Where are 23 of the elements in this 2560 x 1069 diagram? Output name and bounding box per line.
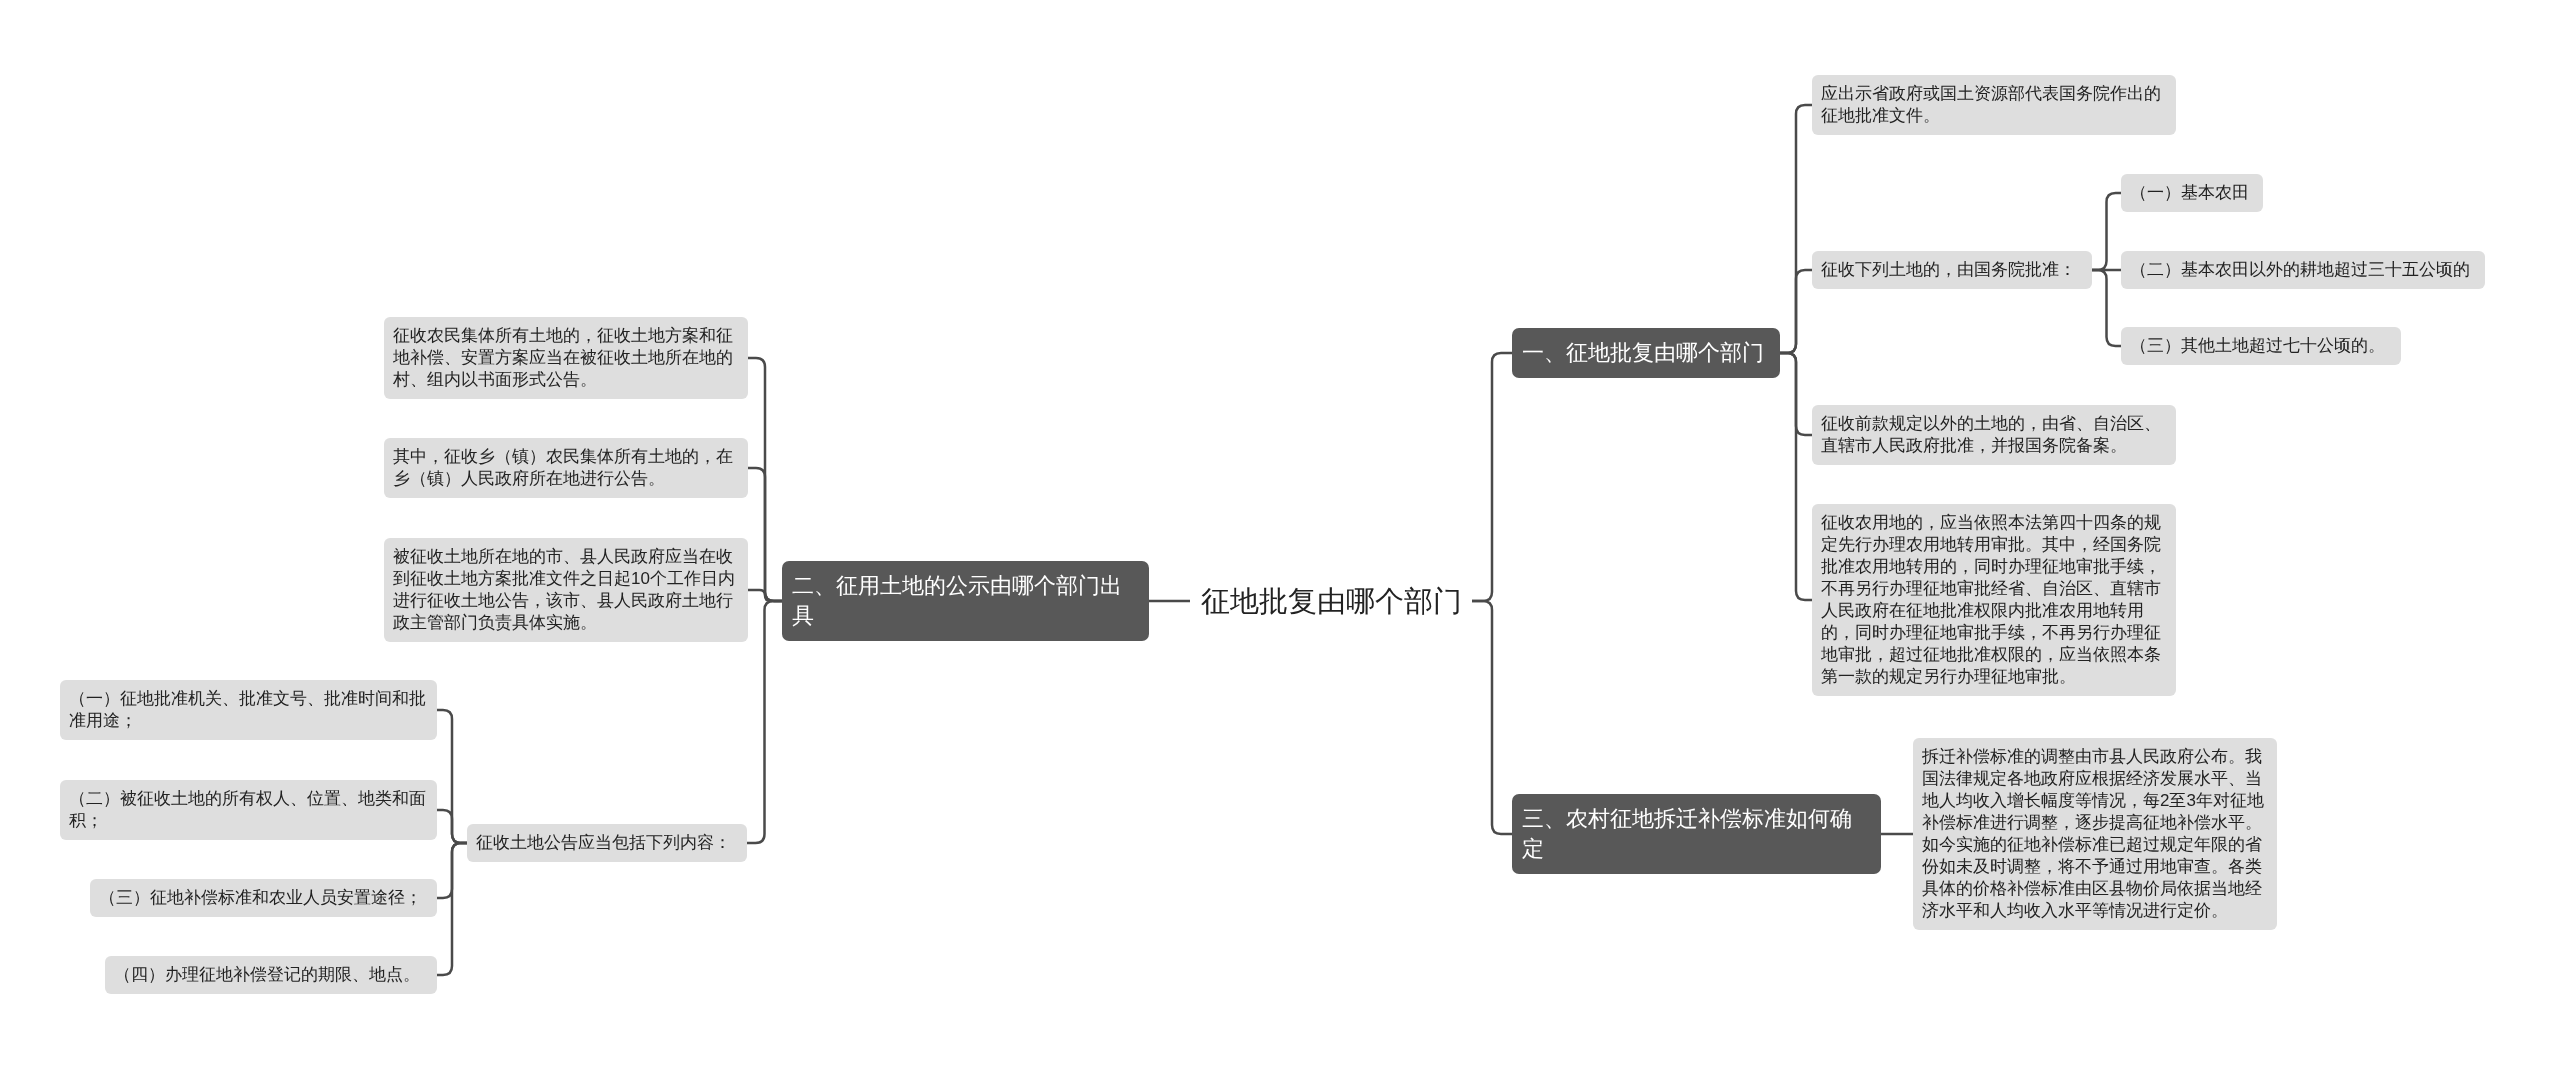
detail-box: 征收土地公告应当包括下列内容： [467, 824, 747, 862]
detail-box: （二）被征收土地的所有权人、位置、地类和面积； [60, 780, 437, 840]
main-topic-box: 三、农村征地拆迁补偿标准如何确定 [1512, 794, 1881, 874]
detail-box: （一）征地批准机关、批准文号、批准时间和批准用途； [60, 680, 437, 740]
detail-box: 征收农民集体所有土地的，征收土地方案和征地补偿、安置方案应当在被征收土地所在地的村、组内以书面形式公告。 [384, 317, 748, 399]
detail-box: 征收下列土地的，由国务院批准： [1812, 251, 2092, 289]
detail-box: （三）征地补偿标准和农业人员安置途径； [90, 879, 437, 917]
detail-box: （二）基本农田以外的耕地超过三十五公顷的 [2121, 251, 2485, 289]
detail-box: 拆迁补偿标准的调整由市县人民政府公布。我国法律规定各地政府应根据经济发展水平、当地人均收入增长幅度等情况，每2至3年对征地补偿标准进行调整，逐步提高征地补偿水平。如今实施的征地补偿标准已超过规定年限的省份如未及时调整，将不予通过用地审查。各类具体的价格补偿标准由区县物价局依据当地经济水平和人均收入水平等情况进行定价。 [1913, 738, 2277, 930]
detail-box: 其中，征收乡（镇）农民集体所有土地的，在乡（镇）人民政府所在地进行公告。 [384, 438, 748, 498]
detail-box: （一）基本农田 [2121, 174, 2263, 212]
connector-line [747, 599, 782, 845]
detail-box: 征收农用地的，应当依照本法第四十四条的规定先行办理农用地转用审批。其中，经国务院批准农用地转用的，同时办理征地审批手续，不再另行办理征地审批经省、自治区、直辖市人民政府在征地批准权限内批准农用地转用的，同时办理征地审批手续，不再另行办理征地审批，超过征地批准权限的，应当依照本条第一款的规定另行办理征地审批。 [1812, 504, 2176, 696]
detail-box: 应出示省政府或国土资源部代表国务院作出的征地批准文件。 [1812, 75, 2176, 135]
connector-line [1881, 832, 1913, 836]
main-topic-box: 二、征用土地的公示由哪个部门出具 [782, 561, 1149, 641]
detail-box: （四）办理征地补偿登记的期限、地点。 [105, 956, 437, 994]
connector-line [1472, 599, 1512, 836]
main-topic-box: 一、征地批复由哪个部门 [1512, 328, 1780, 378]
detail-box: 被征收土地所在地的市、县人民政府应当在收到征收土地方案批准文件之日起10个工作日内进行征收土地公告，该市、县人民政府土地行政主管部门负责具体实施。 [384, 538, 748, 642]
connector-line [1149, 599, 1190, 603]
detail-box: （三）其他土地超过七十公顷的。 [2121, 327, 2401, 365]
detail-box: 征收前款规定以外的土地的，由省、自治区、直辖市人民政府批准，并报国务院备案。 [1812, 405, 2176, 465]
